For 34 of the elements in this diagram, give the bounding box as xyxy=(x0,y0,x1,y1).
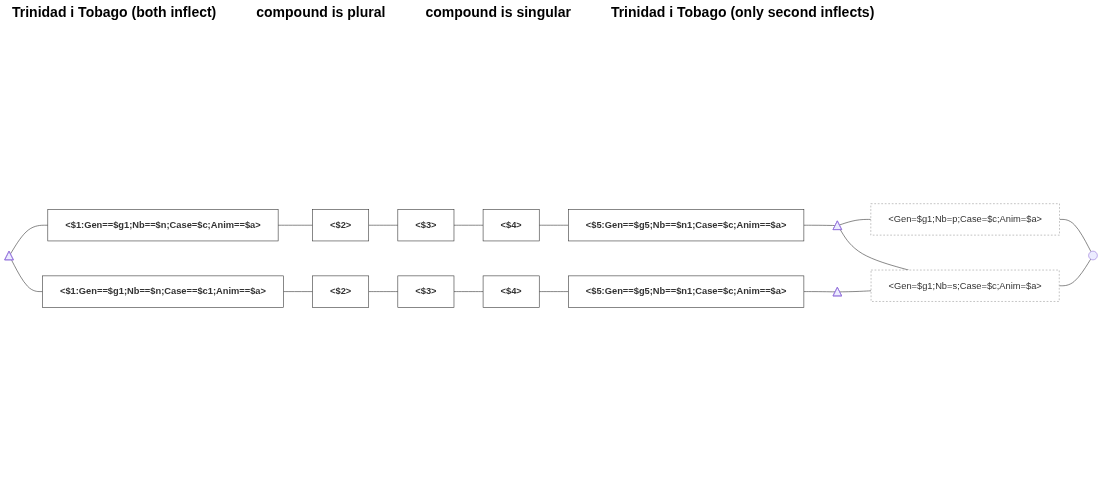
connector xyxy=(368,224,399,226)
node-box: <$4> xyxy=(482,275,540,308)
connector xyxy=(453,224,484,226)
connector xyxy=(839,219,872,226)
node-box: <Gen=$g1;Nb=p;Case=$c;Anim=$a> xyxy=(870,203,1060,236)
connector xyxy=(453,291,484,292)
comment-text: Trinidad i Tobago (only second inflects) xyxy=(610,4,875,20)
node-box: <$1:Gen==$g1;Nb==$n;Case=$c;Anim==$a> xyxy=(47,209,279,242)
connector xyxy=(277,224,313,226)
comment-text: Trinidad i Tobago (both inflect) xyxy=(12,4,217,20)
node-box: <$1:Gen==$g1;Nb==$n;Case==$c1;Anim==$a> xyxy=(42,275,284,308)
connector xyxy=(11,259,43,292)
connector xyxy=(839,290,872,293)
comment-text: compound is plural xyxy=(256,4,386,20)
node-box: <$2> xyxy=(312,275,369,308)
connector xyxy=(538,291,569,292)
connector xyxy=(283,291,313,292)
node-box: <$5:Gen==$g5;Nb==$n1;Case=$c;Anim==$a> xyxy=(568,209,805,242)
connector xyxy=(1058,258,1091,287)
connector xyxy=(1059,219,1092,252)
connector xyxy=(10,224,49,255)
connector xyxy=(803,224,836,226)
node-box: <$5:Gen==$g5;Nb==$n1;Case=$c;Anim==$a> xyxy=(568,275,805,308)
node-box: <Gen=$g1;Nb=s;Case=$c;Anim=$a> xyxy=(870,269,1060,302)
node-box: <$3> xyxy=(397,209,455,242)
connector xyxy=(840,229,909,271)
node-circle xyxy=(1088,250,1098,261)
node-box: <$3> xyxy=(397,275,455,308)
node-box: <$2> xyxy=(312,209,369,242)
connector xyxy=(803,291,836,293)
connector xyxy=(368,291,399,292)
connector xyxy=(538,224,569,226)
node-box: <$4> xyxy=(482,209,540,242)
comment-text: compound is singular xyxy=(425,4,571,20)
